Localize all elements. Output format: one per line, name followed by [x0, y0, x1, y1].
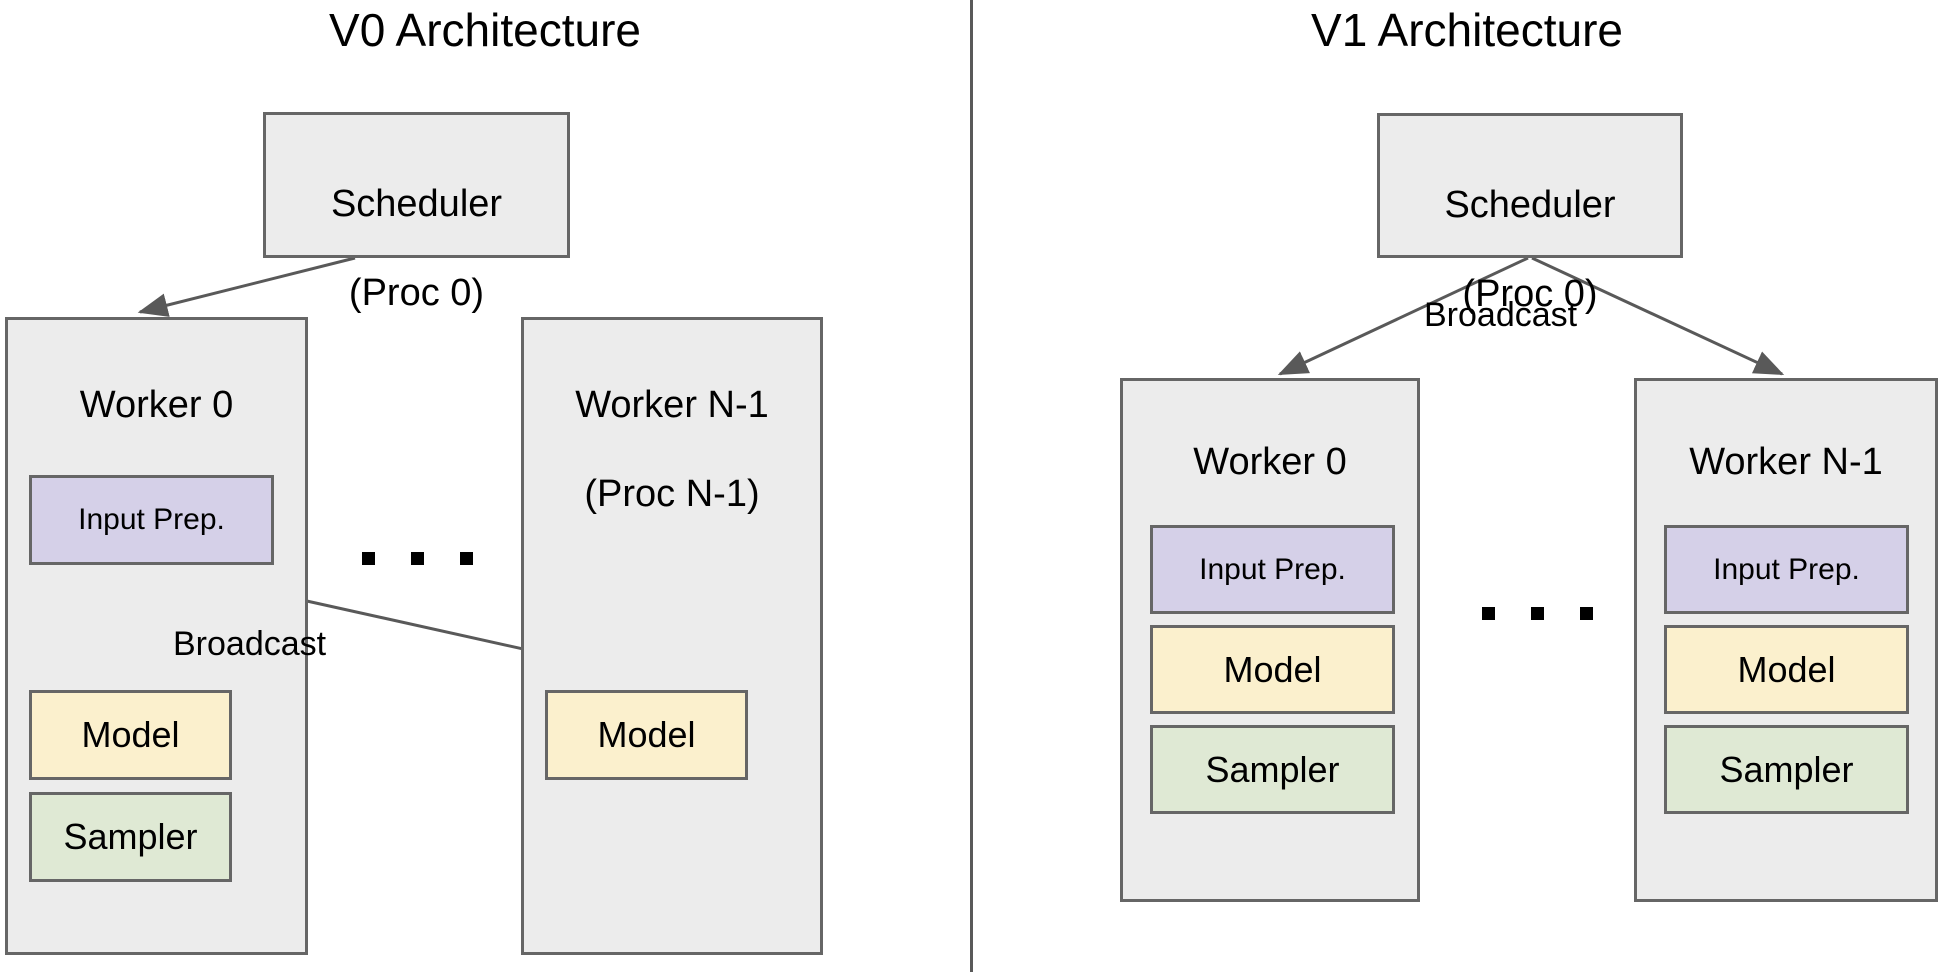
- v0-worker-n1-line2: (Proc N-1): [584, 473, 760, 516]
- panel-title-v0: V0 Architecture: [329, 4, 641, 56]
- v1-worker-n1-box[interactable]: Worker N-1 (Proc N) Input Prep. Model Sa…: [1634, 378, 1938, 902]
- v0-scheduler-box[interactable]: Scheduler (Proc 0): [263, 112, 570, 314]
- v1-worker-n1-sampler-box[interactable]: Sampler: [1664, 725, 1909, 814]
- v0-ellipsis: [362, 552, 473, 565]
- v1-ellipsis-dot-3: [1580, 607, 1593, 620]
- v0-broadcast-label: Broadcast: [173, 625, 327, 663]
- v0-worker-n1-title: Worker N-1 (Proc N-1): [524, 338, 820, 517]
- panel-title-v1: V1 Architecture: [1311, 4, 1623, 56]
- v1-worker-0-input-prep-box[interactable]: Input Prep.: [1150, 525, 1395, 614]
- v1-scheduler-line1: Scheduler: [1444, 183, 1616, 226]
- v1-worker-0-model-label: Model: [1223, 648, 1322, 690]
- v1-worker-n1-line1: Worker N-1: [1689, 440, 1883, 483]
- v1-worker-0-box[interactable]: Worker 0 (Proc 1) Input Prep. Model Samp…: [1120, 378, 1420, 902]
- v0-worker-n1-model-label: Model: [597, 714, 696, 755]
- v0-ellipsis-dot-3: [460, 552, 473, 565]
- v0-worker-0-input-prep-label: Input Prep.: [78, 503, 225, 536]
- v1-worker-n1-model-label: Model: [1737, 648, 1836, 690]
- v0-scheduler-title: Scheduler (Proc 0): [266, 137, 567, 316]
- v0-worker-0-sampler-label: Sampler: [63, 816, 198, 857]
- v0-scheduler-line1: Scheduler: [330, 182, 503, 225]
- v0-worker-0-box[interactable]: Worker 0 (Proc 0) Input Prep. Model Samp…: [5, 317, 308, 955]
- v0-worker-n1-box[interactable]: Worker N-1 (Proc N-1) Model: [521, 317, 823, 955]
- v0-ellipsis-dot-2: [411, 552, 424, 565]
- v0-ellipsis-dot-1: [362, 552, 375, 565]
- v0-scheduler-line2: (Proc 0): [348, 272, 485, 315]
- v0-worker-n1-model-box[interactable]: Model: [545, 690, 748, 780]
- v1-worker-0-line1: Worker 0: [1193, 440, 1347, 483]
- v1-worker-0-input-prep-label: Input Prep.: [1199, 552, 1346, 586]
- v1-broadcast-label: Broadcast: [1424, 296, 1578, 334]
- v0-worker-0-model-label: Model: [81, 714, 180, 755]
- v1-ellipsis: [1482, 607, 1593, 620]
- v1-worker-0-sampler-box[interactable]: Sampler: [1150, 725, 1395, 814]
- v1-worker-n1-model-box[interactable]: Model: [1664, 625, 1909, 714]
- v1-scheduler-line2: (Proc 0): [1462, 273, 1598, 316]
- v1-ellipsis-dot-2: [1531, 607, 1544, 620]
- v1-ellipsis-dot-1: [1482, 607, 1495, 620]
- v0-worker-0-input-prep-box[interactable]: Input Prep.: [29, 475, 274, 565]
- v1-worker-n1-input-prep-label: Input Prep.: [1713, 552, 1860, 586]
- v1-worker-n1-sampler-label: Sampler: [1719, 748, 1854, 790]
- v0-worker-0-sampler-box[interactable]: Sampler: [29, 792, 232, 882]
- v1-scheduler-box[interactable]: Scheduler (Proc 0): [1377, 113, 1683, 315]
- v0-worker-n1-line1: Worker N-1: [575, 383, 769, 426]
- v0-worker-0-model-box[interactable]: Model: [29, 690, 232, 780]
- v1-scheduler-title: Scheduler (Proc 0): [1380, 138, 1680, 317]
- v1-worker-0-sampler-label: Sampler: [1205, 748, 1340, 790]
- v0-worker-0-line1: Worker 0: [79, 383, 234, 426]
- panel-divider: [970, 0, 973, 972]
- v1-worker-n1-input-prep-box[interactable]: Input Prep.: [1664, 525, 1909, 614]
- v1-worker-0-model-box[interactable]: Model: [1150, 625, 1395, 714]
